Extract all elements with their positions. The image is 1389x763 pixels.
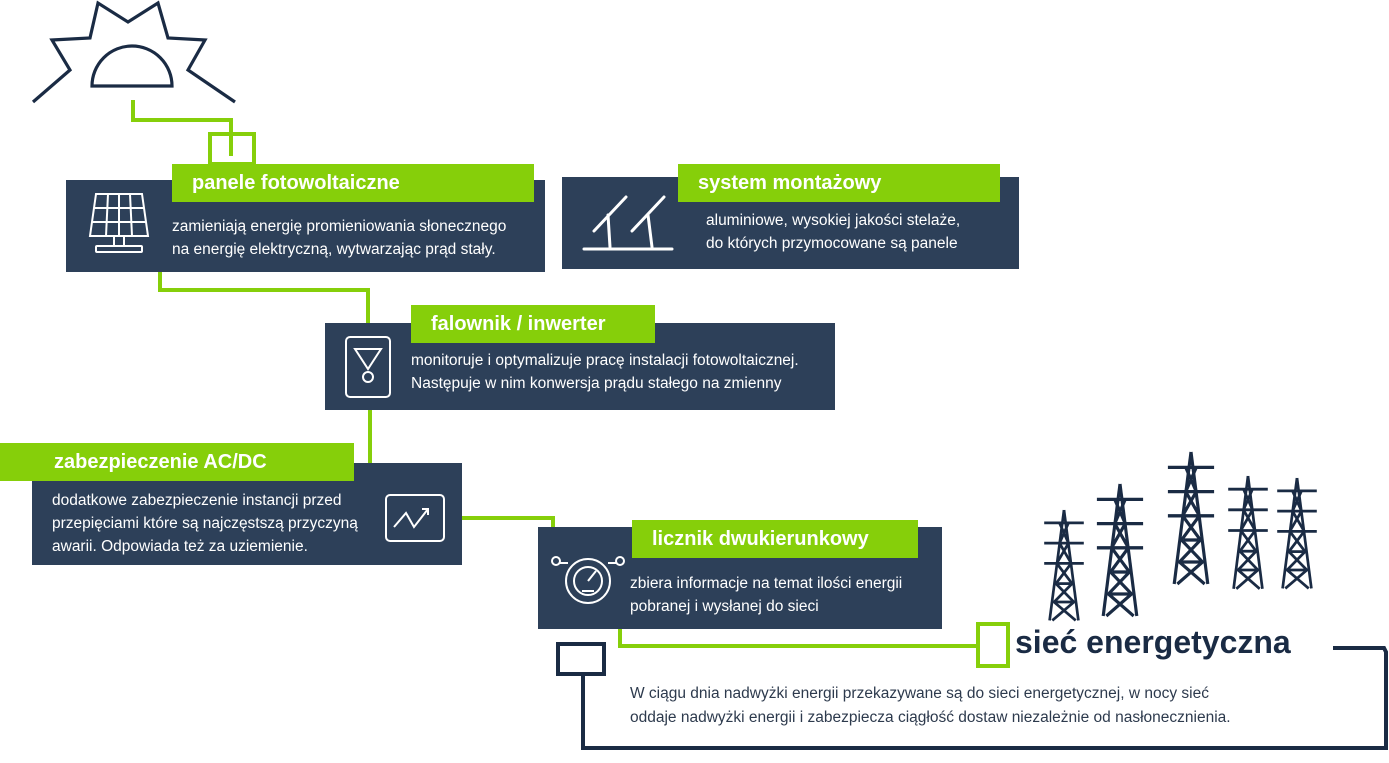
grid-return-loop	[581, 646, 1388, 750]
meter-desc-line1: zbiera informacje na temat ilości energi…	[630, 575, 903, 592]
bidirectional-meter-icon	[551, 556, 625, 604]
meter-desc-line2: pobranej i wysłanej do sieci	[630, 598, 819, 615]
protection-desc-line3: awarii. Odpowiada też za uziemienie.	[52, 538, 308, 555]
protection-desc-line1: dodatkowe zabezpieczenie instancji przed	[52, 492, 342, 509]
connector-box-return	[556, 642, 606, 676]
connector-sun-panels	[131, 100, 233, 156]
solar-panel-icon	[88, 193, 150, 253]
grid-title: sieć energetyczna	[1015, 624, 1291, 660]
grid-description: W ciągu dnia nadwyżki energii przekazywa…	[630, 682, 1231, 730]
meter-title: licznik dwukierunkowy	[632, 520, 918, 558]
mounting-desc-line2: do których przymocowane są panele	[706, 235, 958, 252]
inverter-desc-line1: monitoruje i optymalizuje pracę instalac…	[411, 352, 799, 369]
inverter-icon	[345, 336, 391, 398]
grid-desc-line1: W ciągu dnia nadwyżki energii przekazywa…	[630, 685, 1209, 702]
power-pylon-icon	[1042, 450, 1319, 622]
protection-desc-line2: przepięciami które są najczęstszą przycz…	[52, 515, 358, 532]
protection-title: zabezpieczenie AC/DC	[0, 443, 354, 481]
mounting-frame-icon	[582, 195, 674, 251]
mounting-title: system montażowy	[678, 164, 1000, 202]
grid-desc-line2: oddaje nadwyżki energii i zabezpiecza ci…	[630, 709, 1231, 726]
inverter-title: falownik / inwerter	[411, 305, 655, 343]
mounting-desc-line1: aluminiowe, wysokiej jakości stelaże,	[706, 212, 961, 229]
panels-desc-line1: zamieniają energię promieniowania słonec…	[172, 218, 507, 235]
inverter-desc-line2: Następuje w nim konwersja prądu stałego …	[411, 375, 782, 392]
ac-dc-protection-icon	[385, 494, 445, 542]
sun-icon	[31, 0, 236, 104]
panels-desc-line2: na energię elektryczną, wytwarzając prąd…	[172, 241, 496, 258]
panels-title: panele fotowoltaiczne	[172, 164, 534, 202]
connector-box-grid	[976, 622, 1010, 668]
